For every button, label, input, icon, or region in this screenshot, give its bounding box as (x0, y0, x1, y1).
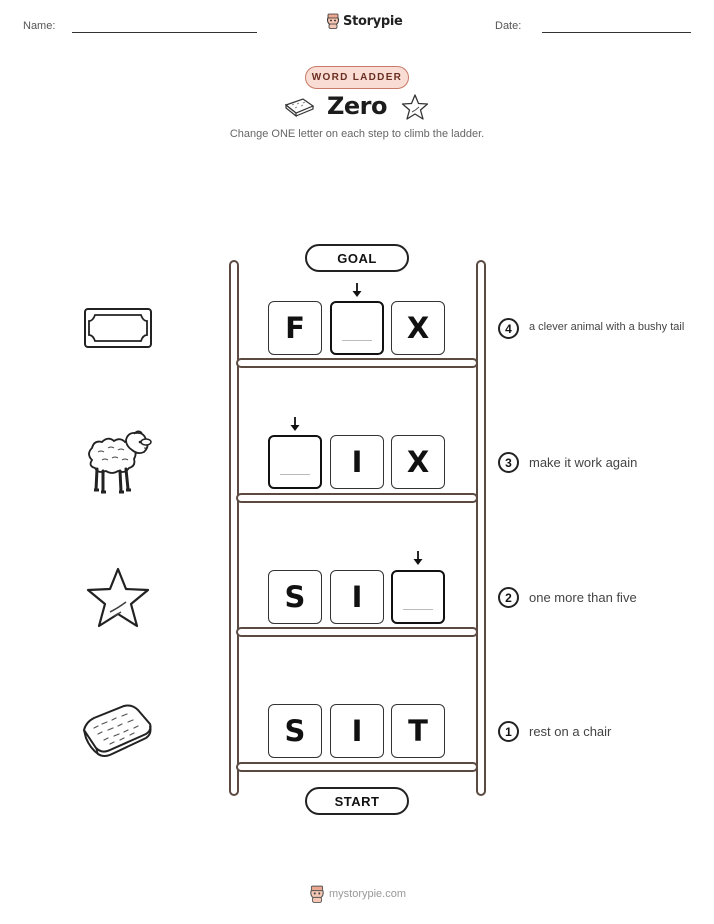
sheep-icon (88, 430, 152, 494)
letter-tile: X (391, 435, 445, 489)
instructions: Change ONE letter on each step to climb … (229, 128, 485, 140)
name-line[interactable] (72, 32, 257, 33)
down-arrow-icon (352, 283, 362, 297)
letter-tile: I (330, 435, 384, 489)
letter-tile: S (268, 570, 322, 624)
footer-link[interactable]: mystorypie.com (329, 888, 407, 900)
storypie-mascot-icon (327, 13, 339, 29)
letter-tile: T (391, 704, 445, 758)
ladder-right-rail (476, 260, 486, 796)
star-small-icon (401, 94, 429, 120)
ladder-rung (236, 358, 478, 368)
step-number: 4 (498, 318, 519, 339)
step-number: 3 (498, 452, 519, 473)
sponge-icon (82, 704, 152, 757)
ladder-rung (236, 627, 478, 637)
step-number: 2 (498, 587, 519, 608)
letter-tile: I (330, 704, 384, 758)
name-label: Name: (23, 20, 56, 32)
step-number: 1 (498, 721, 519, 742)
date-line[interactable] (542, 32, 691, 33)
footer: mystorypie.com (309, 885, 406, 903)
blank-letter-input[interactable] (330, 301, 384, 355)
blank-letter-input[interactable] (268, 435, 322, 489)
clue-text: a clever animal with a bushy tail (529, 321, 685, 333)
word-ladder-tag: WORD LADDER (305, 66, 409, 89)
start-label: START (305, 787, 409, 815)
brand-name: Storypie (343, 13, 403, 29)
date-label: Date: (495, 20, 522, 32)
storypie-mascot-icon (310, 885, 324, 903)
ladder-left-rail (229, 260, 239, 796)
clue-text: one more than five (529, 590, 637, 605)
money-bill-icon (84, 308, 152, 348)
letter-tile: I (330, 570, 384, 624)
letter-tile: S (268, 704, 322, 758)
blank-letter-input[interactable] (391, 570, 445, 624)
sponge-small-icon (284, 98, 315, 118)
letter-tile: F (268, 301, 322, 355)
clue-text: rest on a chair (529, 724, 612, 739)
clue-text: make it work again (529, 455, 638, 470)
star-icon (86, 567, 150, 628)
down-arrow-icon (290, 417, 300, 431)
ladder-rung (236, 493, 478, 503)
down-arrow-icon (413, 551, 423, 565)
page-title: Zero (326, 92, 388, 120)
ladder-rung (236, 762, 478, 772)
brand-logo: Storypie (326, 13, 403, 29)
goal-label: GOAL (305, 244, 409, 272)
letter-tile: X (391, 301, 445, 355)
